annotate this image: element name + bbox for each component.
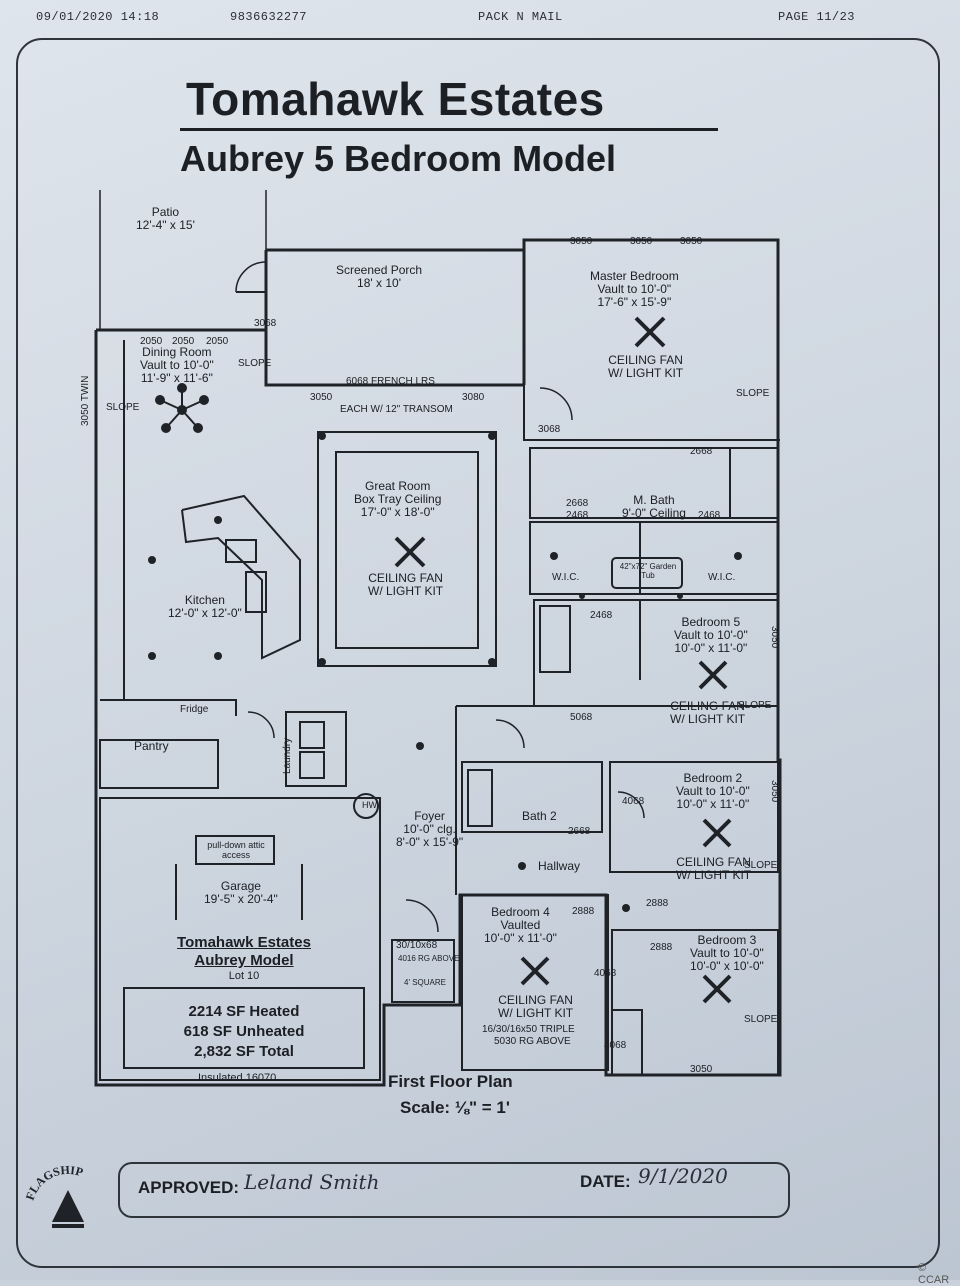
heated-area: 2214 SF Heated (188, 1003, 300, 1020)
porch-callout: 4' SQUARE (404, 978, 446, 987)
fax-datetime: 09/01/2020 14:18 (36, 10, 160, 24)
model-box-community: Tomahawk Estates (177, 934, 311, 951)
window-callout: 3050 (680, 236, 703, 247)
window-callout: 2050 (140, 336, 163, 347)
svg-text:FLAGSHIP: FLAGSHIP (23, 1163, 85, 1202)
flagship-logo-icon: FLAGSHIP (23, 1163, 85, 1228)
fax-sender: PACK N MAIL (478, 10, 563, 24)
window-callout: 3050 (769, 780, 780, 803)
door-callout: 3068 (538, 424, 561, 435)
window-callout: 3050 (769, 626, 780, 649)
window-callout: 3050 (310, 392, 333, 403)
twin-window-callout: 3050 TWIN (80, 375, 91, 426)
wic-label: W.I.C. (708, 572, 736, 583)
above-window-callout: 5030 RG ABOVE (494, 1036, 571, 1047)
unheated-area: 618 SF Unheated (183, 1023, 305, 1040)
door-callout: 2888 (650, 942, 673, 953)
slope-callout: SLOPE (238, 358, 272, 369)
page-subtitle: Aubrey 5 Bedroom Model (180, 138, 617, 179)
door-callout: 4068 (604, 1040, 627, 1051)
garden-tub-label: 42"x72" Garden Tub (619, 562, 677, 580)
water-heater-label: HW (362, 800, 377, 810)
date-label: DATE: (580, 1172, 631, 1191)
approval-box (118, 1162, 790, 1218)
approval-signature: Leland Smith (244, 1170, 380, 1194)
fax-page-number: PAGE 11/23 (778, 10, 856, 24)
door-callout: 5068 (570, 712, 593, 723)
insulated-door-label: Insulated 16070 (198, 1072, 277, 1084)
slope-callout: SLOPE (744, 1014, 778, 1025)
window-callout: 3050 (690, 1064, 713, 1075)
door-callout: 3068 (254, 318, 277, 329)
door-callout: 2668 (568, 826, 591, 837)
model-box-model: Aubrey Model (194, 952, 294, 969)
fax-phone: 9836632277 (230, 10, 308, 24)
entry-door-callout: 30/10x68 (396, 940, 438, 951)
pantry-label: Pantry (134, 739, 169, 753)
door-callout: 2468 (590, 610, 613, 621)
hallway-label: Hallway (538, 859, 581, 873)
entry-above-callout: 4016 RG ABOVE (398, 954, 460, 963)
window-callout: 3080 (462, 392, 485, 403)
french-doors-callout: 6068 FRENCH LRS (346, 376, 435, 387)
model-box-lot: Lot 10 (228, 970, 260, 982)
fridge-label: Fridge (180, 704, 209, 715)
door-callout: 2668 (566, 498, 589, 509)
document-frame (16, 38, 940, 1268)
wic-label: W.I.C. (552, 572, 580, 583)
page-title: Tomahawk Estates (186, 73, 605, 125)
door-callout: 2668 (690, 446, 713, 457)
approved-label: APPROVED: (138, 1178, 240, 1197)
window-callout: 2050 (172, 336, 195, 347)
window-callout: 2050 (206, 336, 229, 347)
watermark: © CCAR (918, 1262, 950, 1286)
slope-callout: SLOPE (736, 388, 770, 399)
triple-window-callout: 16/30/16x50 TRIPLE (482, 1024, 575, 1035)
door-callout: 4068 (622, 796, 645, 807)
plan-scale: Scale: ⅛" = 1' (400, 1098, 510, 1117)
bath-2-label: Bath 2 (522, 809, 557, 823)
slope-callout: SLOPE (106, 402, 140, 413)
model-box: Tomahawk Estates Aubrey Model Lot 10 (154, 934, 334, 982)
window-callout: 3050 (630, 236, 653, 247)
window-callout: 3050 (570, 236, 593, 247)
slope-callout: SLOPE (744, 860, 778, 871)
slope-callout: SLOPE (738, 700, 772, 711)
transom-callout: EACH W/ 12" TRANSOM (340, 404, 453, 415)
door-callout: 2888 (646, 898, 669, 909)
door-callout: 2468 (566, 510, 589, 521)
laundry-label: Laundry (282, 737, 293, 774)
door-callout: 2468 (698, 510, 721, 521)
attic-access-label: pull-down attic access (207, 840, 265, 860)
title-underline (180, 128, 718, 131)
plan-caption: First Floor Plan (388, 1072, 513, 1091)
approval-date: 9/1/2020 (638, 1164, 728, 1188)
area-summary: 2214 SF Heated 618 SF Unheated 2,832 SF … (150, 1002, 338, 1062)
door-callout: 2888 (572, 906, 595, 917)
door-callout: 4068 (594, 968, 617, 979)
total-area: 2,832 SF Total (194, 1043, 294, 1060)
